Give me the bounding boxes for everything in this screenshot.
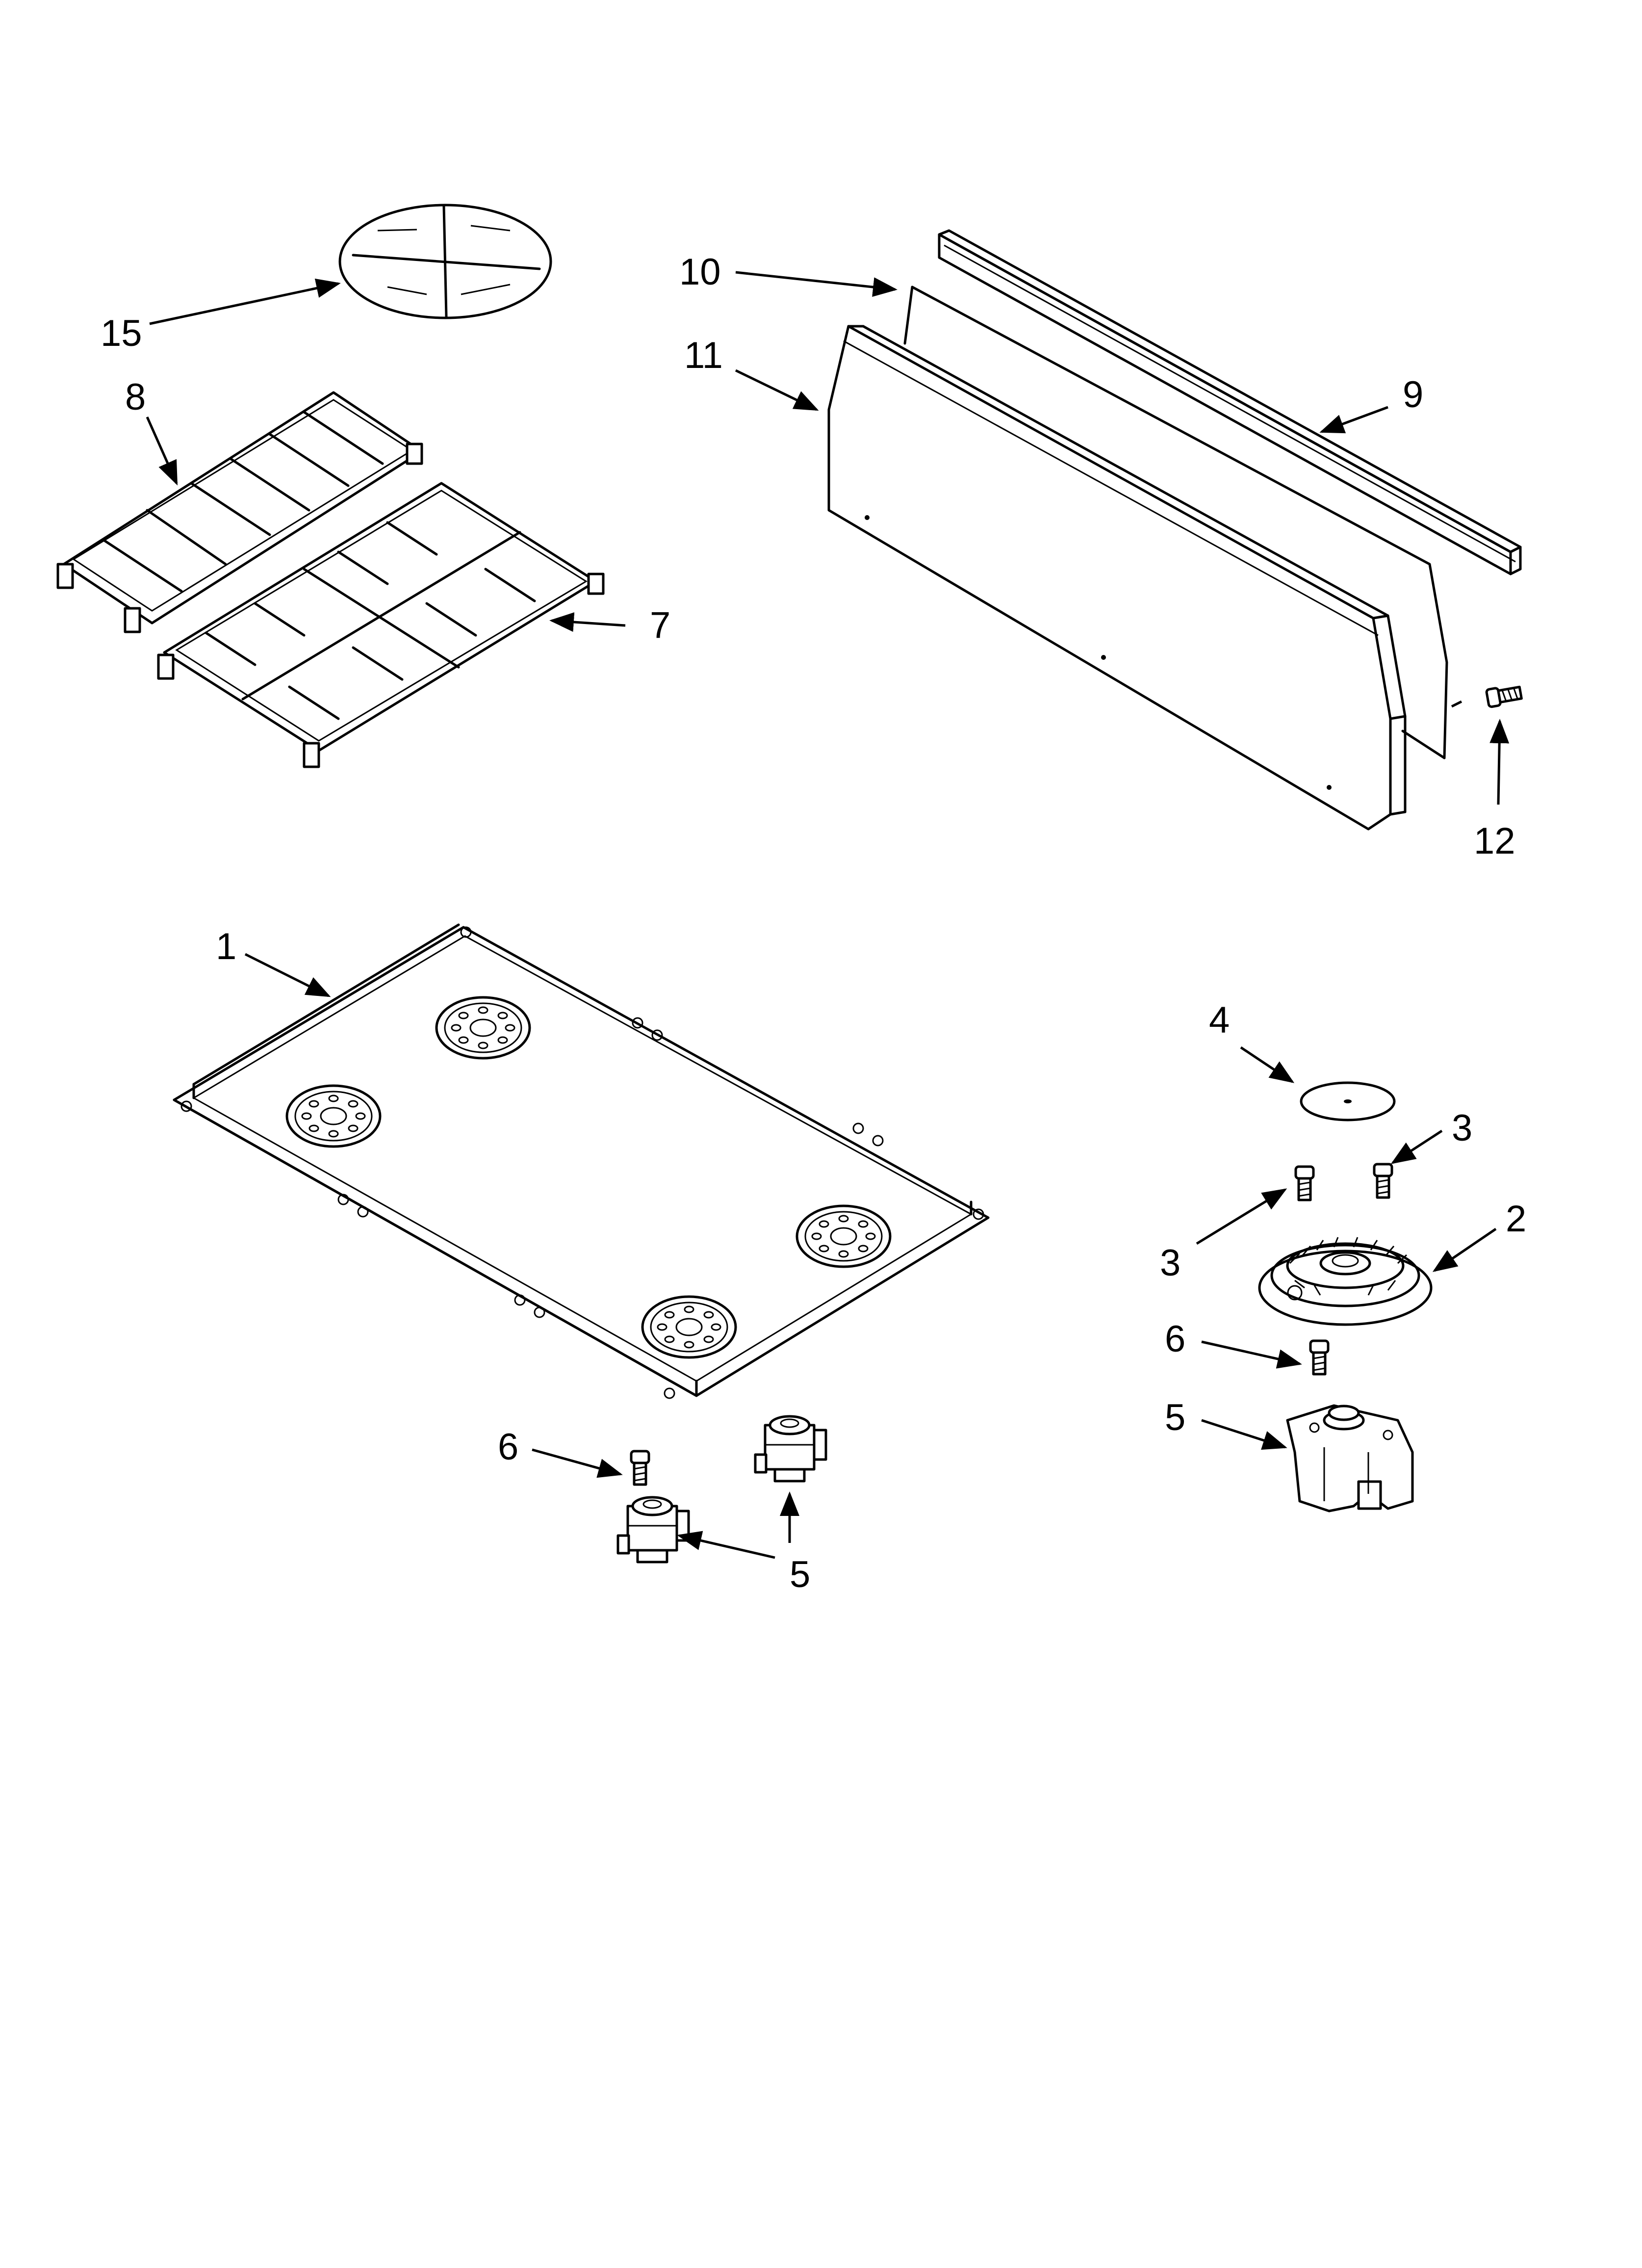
callout-8: 8: [125, 376, 146, 418]
screw-6-center-part: [631, 1451, 649, 1485]
backguard-part: [827, 325, 1407, 831]
callout-10: 10: [679, 251, 721, 293]
callout-4: 4: [1209, 999, 1230, 1041]
callout-12: 12: [1474, 820, 1515, 862]
callout-2: 2: [1506, 1198, 1526, 1240]
screw-6-right-part: [1310, 1341, 1328, 1374]
leader-lines: [146, 271, 1510, 1559]
callout-9: 9: [1403, 374, 1423, 416]
callout-1: 1: [216, 926, 236, 967]
callout-6-right: 6: [1165, 1318, 1185, 1360]
callout-7: 7: [650, 604, 670, 646]
mat-part: [338, 204, 552, 319]
burner-cap-part: [1300, 1081, 1396, 1121]
callout-5-center: 5: [790, 1554, 810, 1595]
cooktop-pan-part: [173, 923, 990, 1399]
screw-3-right-part: [1374, 1164, 1392, 1198]
screw-3-left-part: [1296, 1167, 1313, 1200]
burner-valve-upper-part: [755, 1416, 826, 1481]
burner-valve-bracket-right-part: [1286, 1404, 1414, 1512]
trim-part: [938, 229, 1522, 575]
grate-large-part: [157, 482, 605, 768]
burner-valve-left-part: [618, 1497, 689, 1562]
callout-5-right: 5: [1165, 1397, 1185, 1438]
screw-12-part: [1486, 684, 1522, 707]
callout-11: 11: [684, 335, 723, 376]
callout-labels: 15 8 7 10 11 9 12 1 4 3 3 2 6 5 6 5: [101, 251, 1526, 1595]
callout-3-right: 3: [1452, 1107, 1472, 1149]
callout-15: 15: [101, 313, 142, 354]
callout-6-center: 6: [498, 1426, 518, 1468]
callout-3-left: 3: [1160, 1242, 1180, 1284]
burner-base-part: [1258, 1237, 1433, 1326]
insulation-part: [903, 286, 1448, 759]
grate-small-part: [56, 391, 423, 633]
